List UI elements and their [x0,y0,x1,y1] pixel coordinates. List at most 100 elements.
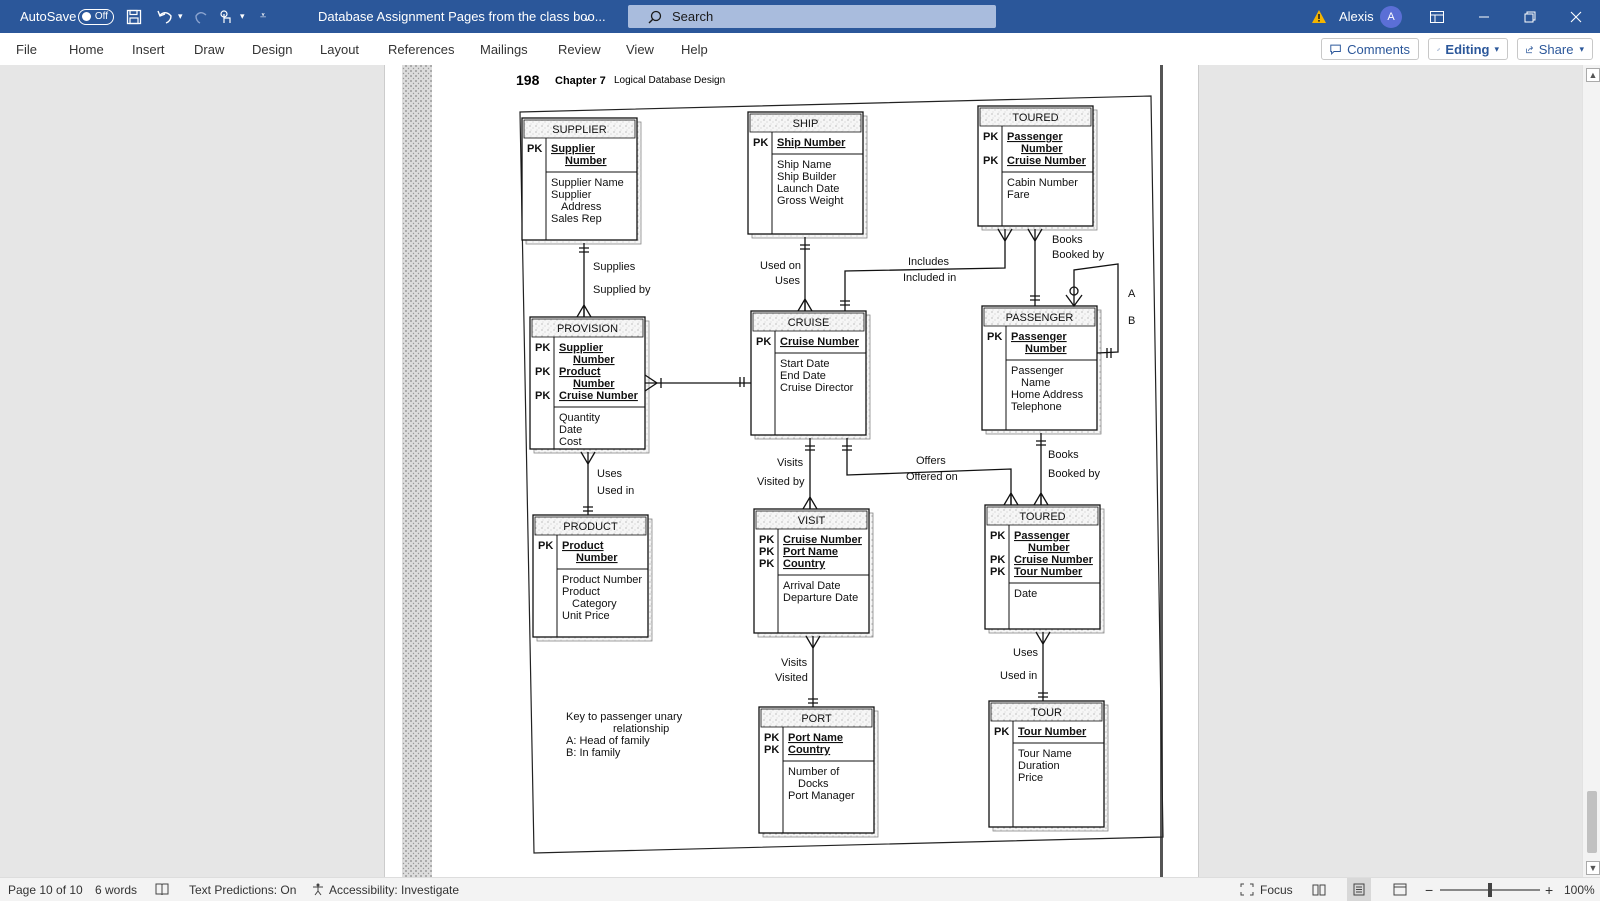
minimize-icon[interactable] [1478,0,1490,33]
crows-foot-mark [1003,491,1019,506]
pk-marker: PK [987,331,1002,343]
zoom-out-icon[interactable]: − [1425,881,1434,898]
proofing-icon[interactable] [155,878,169,901]
tab-review[interactable]: Review [558,41,601,57]
word-count[interactable]: 6 words [95,882,138,897]
rel-label-a: A [1128,288,1136,300]
entity-attribute: Home Address [1011,389,1084,401]
read-mode-icon[interactable] [1312,878,1326,901]
pk-marker: PK [759,546,774,558]
print-layout-icon[interactable] [1347,878,1371,901]
pk-attribute: Port Name [783,546,838,558]
entity-name: CRUISE [788,317,830,329]
chapter-title: Logical Database Design [614,75,725,86]
scroll-thumb[interactable] [1587,791,1597,853]
rel-label-supplied-by: Supplied by [593,284,651,296]
one-mark [808,698,818,704]
share-icon [1526,45,1534,53]
tab-home[interactable]: Home [69,41,104,57]
tab-draw[interactable]: Draw [194,41,225,57]
zoom-in-icon[interactable]: + [1545,881,1554,898]
document-page[interactable]: 198 Chapter 7 Logical Database Design SU… [384,65,1199,877]
pk-attribute: Cruise Number [1014,554,1094,566]
crows-foot-mark [1065,294,1083,308]
document-title[interactable]: Database Assignment Pages from the class… [318,9,606,24]
pk-marker: PK [764,744,779,756]
entity-attribute: Port Manager [788,790,855,802]
user-avatar[interactable]: A [1380,0,1402,33]
warning-icon[interactable] [1311,0,1327,33]
rel-label-offers: Offers [916,455,946,467]
entity-attribute: Sales Rep [551,213,602,225]
one-mark [583,506,593,512]
tab-mailings[interactable]: Mailings [480,41,528,57]
close-icon[interactable] [1570,0,1582,33]
scroll-down-icon[interactable]: ▼ [1586,861,1600,875]
entity-attribute: Launch Date [777,183,839,195]
scroll-up-icon[interactable]: ▲ [1586,68,1600,82]
user-name[interactable]: Alexis [1339,9,1374,24]
save-icon[interactable] [126,0,142,33]
customize-toolbar-icon[interactable]: ⩡ [260,10,267,22]
editing-button[interactable]: Editing ▾ [1428,38,1508,60]
focus-label[interactable]: Focus [1260,882,1293,897]
rel-cruise-toured-bottom [846,438,1012,505]
page-info[interactable]: Page 10 of 10 [8,882,83,897]
focus-icon[interactable] [1240,878,1254,901]
text-predictions[interactable]: Text Predictions: On [189,882,297,897]
one-mark [739,377,745,387]
vertical-scrollbar[interactable]: ▲ ▼ [1582,65,1600,877]
undo-dropdown-icon[interactable]: ▾ [178,11,183,21]
tab-layout[interactable]: Layout [320,41,360,57]
search-box[interactable]: Search [628,5,996,28]
crows-foot-mark [576,303,592,318]
tab-view[interactable]: View [626,41,654,57]
key-line-4: B: In family [566,747,621,759]
zoom-level[interactable]: 100% [1564,882,1595,897]
share-button[interactable]: Share ▾ [1517,38,1593,60]
pk-marker: PK [538,540,553,552]
crows-foot-mark [580,451,596,466]
undo-icon[interactable] [156,0,174,33]
pk-attribute: Cruise Number [559,390,639,402]
entity-name: TOURED [1012,112,1058,124]
one-mark [1030,295,1040,301]
ribbon-display-icon[interactable] [1430,0,1444,33]
touch-dropdown-icon[interactable]: ▾ [240,11,245,21]
accessibility-icon[interactable] [312,878,326,901]
tab-help[interactable]: Help [681,41,708,57]
redo-icon[interactable] [194,0,210,33]
entity-name: SUPPLIER [552,124,606,136]
comments-button[interactable]: Comments [1321,38,1419,60]
accessibility-status[interactable]: Accessibility: Investigate [329,882,460,897]
tab-insert[interactable]: Insert [132,41,165,57]
restore-icon[interactable] [1524,0,1536,33]
scan-binding-shadow [402,65,432,877]
zero-mark [1069,286,1079,296]
autosave-toggle[interactable]: Off [78,0,114,33]
entity-attribute: Supplier Name [551,177,624,189]
entity-attribute: Quantity [559,412,600,424]
pk-attribute: Tour Number [1018,726,1087,738]
title-dropdown-icon[interactable]: ⌄ [582,9,593,24]
entity-attribute: End Date [780,370,826,382]
tab-design[interactable]: Design [252,41,293,57]
touch-mode-icon[interactable] [218,0,234,33]
zoom-slider[interactable] [1440,878,1540,901]
tab-references[interactable]: References [388,41,455,57]
entity-attribute: Address [561,201,602,213]
tab-file[interactable]: File [16,41,37,57]
editing-label: Editing [1445,41,1490,57]
zoom-slider-thumb[interactable] [1488,882,1492,897]
one-mark [842,445,852,451]
entity-attribute: Date [1014,588,1037,600]
one-mark [805,445,815,451]
entity-attribute: Docks [798,778,829,790]
pk-attribute: Passenger [1007,131,1063,143]
rel-label-included-in: Included in [903,272,956,284]
web-layout-icon[interactable] [1393,878,1407,901]
